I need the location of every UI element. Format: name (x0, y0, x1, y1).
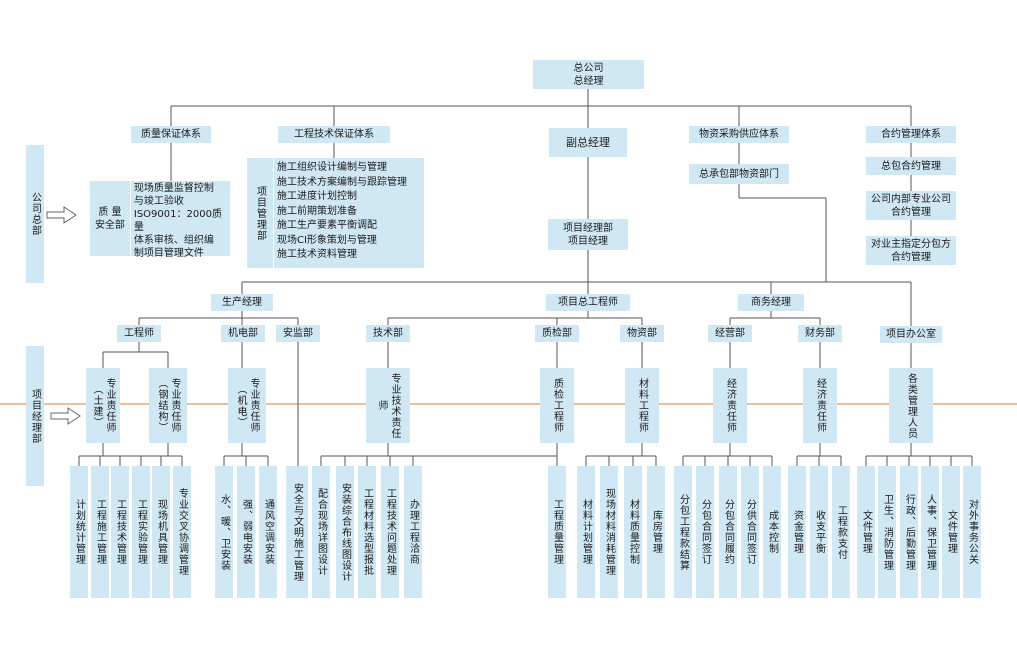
duty-box: 配合现场详图设计 (312, 466, 330, 598)
procurement-system-box: 物资采购供应体系 (689, 126, 789, 143)
ops-economist-box: 经济责任师 (713, 368, 747, 443)
steel-engineer-box: 专业责任师（钢结构） (149, 368, 187, 443)
qc-dept-box: 质检部 (535, 325, 579, 342)
general-manager-box: 总公司 总经理 (533, 60, 644, 89)
contract-item-box: 公司内部专业公司 合约管理 (866, 191, 956, 220)
duty-box: 工程材料选型报批 (358, 466, 376, 598)
duty-box: 现场材料消耗管理 (600, 466, 618, 598)
duty-box: 分包工程款结算 (674, 466, 692, 598)
duty-box: 文件管理 (857, 466, 875, 598)
duty-box: 通风空调安装 (259, 466, 277, 598)
tech-dept-box: 技术部 (366, 325, 410, 342)
safety-duty-item: 与竣工验收 (133, 196, 184, 207)
tech-mgmt-box: 项目管理部 施工组织设计编制与管理 施工技术方案编制与跟踪管理 施工进度计划控制… (247, 158, 424, 268)
quality-system-box: 质量保证体系 (131, 126, 211, 143)
duty-box: 材料质量控制 (624, 466, 642, 598)
duty-box: 工程实验管理 (132, 466, 150, 598)
material-engineer-box: 材料工程师 (625, 368, 659, 443)
duty-box: 专业交叉协调管理 (173, 466, 191, 598)
tech-duty-item: 施工生产要素平衡调配 (277, 220, 377, 231)
tech-duty-list: 施工组织设计编制与管理 施工技术方案编制与跟踪管理 施工进度计划控制 施工前期策… (274, 158, 410, 268)
tech-duty-item: 现场CI形象策划与管理 (277, 234, 377, 246)
duty-box: 分包合同履约 (719, 466, 737, 598)
tech-engineer-box: 专业技术责任师 (366, 368, 410, 443)
contract-item-box: 总包合约管理 (866, 157, 956, 175)
duty-box: 材料计划管理 (577, 466, 595, 598)
mech-dept-box: 机电部 (221, 325, 265, 342)
qc-engineer-box: 质检工程师 (540, 368, 574, 443)
tech-system-box: 工程技术保证体系 (278, 126, 390, 143)
contract-system-box: 合约管理体系 (866, 126, 956, 143)
duty-box: 资金管理 (788, 466, 806, 598)
safety-dept-box: 质 量 安全部 现场质量监督控制 与竣工验收 ISO9001：2000质量 体系… (90, 181, 230, 259)
duty-box: 水、暖、卫安装 (215, 466, 233, 598)
duty-box: 库房管理 (647, 466, 665, 598)
safety-duty-item: 现场质量监督控制 (133, 183, 214, 194)
safety-supervision-dept-box: 安监部 (276, 325, 320, 342)
project-manager-box: 项目经理部 项目经理 (548, 219, 628, 250)
tech-duty-item: 施工进度计划控制 (277, 191, 357, 202)
duty-box: 成本控制 (763, 466, 781, 598)
duty-box: 对外事务公关 (963, 466, 981, 598)
duty-box: 人事、保卫管理 (921, 466, 939, 598)
duty-box: 工程技术管理 (111, 466, 129, 598)
mech-engineer-box: 专业责任师（机电） (228, 368, 266, 443)
chief-engineer-box: 项目总工程师 (546, 294, 630, 311)
duty-box: 工程质量管理 (548, 466, 566, 598)
duty-box: 安装综合布线图设计 (336, 466, 354, 598)
finance-economist-box: 经济责任师 (803, 368, 837, 443)
tech-duty-item: 施工技术资料管理 (277, 249, 357, 260)
engineer-dept-box: 工程师 (117, 325, 161, 342)
material-dept-box: 物资部 (620, 325, 664, 342)
office-staff-box: 各类管理人员 (889, 368, 933, 443)
safety-duty-item: ISO9001：2000质量 (133, 209, 222, 233)
operations-dept-box: 经营部 (708, 325, 752, 342)
duty-box: 行政、后勤管理 (900, 466, 918, 598)
safety-duty-item: 体系审核、组织编 (133, 235, 214, 246)
duty-box: 文件管理 (942, 466, 960, 598)
production-manager-box: 生产经理 (211, 294, 273, 311)
tech-duty-item: 施工前期策划准备 (277, 205, 357, 217)
arrow-icon (46, 206, 81, 425)
tech-duty-item: 施工组织设计编制与管理 (277, 162, 387, 173)
safety-duty-list: 现场质量监督控制 与竣工验收 ISO9001：2000质量 体系审核、组织编 制… (131, 181, 230, 259)
finance-dept-box: 财务部 (798, 325, 842, 342)
tech-duty-item: 施工技术方案编制与跟踪管理 (277, 176, 407, 188)
safety-dept-label: 质 量 安全部 (90, 181, 131, 256)
duty-box: 分包合同签订 (696, 466, 714, 598)
duty-box: 工程技术问题处理 (381, 466, 399, 598)
project-mgmt-dept-label: 项目管理部 (247, 158, 274, 268)
duty-box: 安全与文明施工管理 (286, 466, 308, 598)
duty-box: 计划统计管理 (70, 466, 88, 598)
vice-gm-box: 副总经理 (549, 128, 627, 157)
duty-box: 收支平衡 (810, 466, 828, 598)
duty-box: 办理工程洽商 (404, 466, 422, 598)
duty-box: 工程款支付 (832, 466, 850, 598)
duty-box: 分供合同签订 (741, 466, 759, 598)
materials-dept-box: 总承包部物资部门 (689, 164, 789, 184)
duty-box: 现场机具管理 (152, 466, 170, 598)
duty-box: 强、弱电安装 (237, 466, 255, 598)
safety-duty-item: 制项目管理文件 (133, 248, 204, 259)
project-office-box: 项目办公室 (880, 326, 942, 343)
civil-engineer-box: 专业责任师（土建） (86, 368, 120, 443)
contract-item-box: 对业主指定分包方 合约管理 (866, 236, 956, 265)
duty-box: 卫生、消防管理 (878, 466, 896, 598)
business-manager-box: 商务经理 (738, 294, 804, 311)
hq-side-label: 公司总部 (26, 145, 44, 283)
duty-box: 工程施工管理 (91, 466, 109, 598)
project-side-label: 项目经理部 (26, 346, 44, 486)
